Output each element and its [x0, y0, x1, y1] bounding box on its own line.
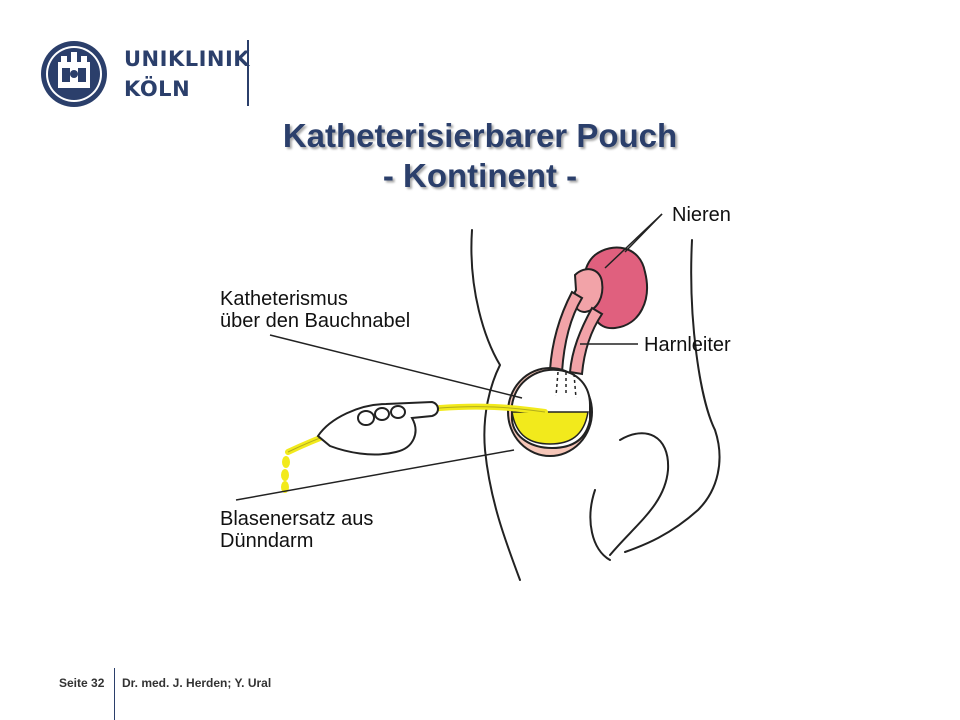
label-katheterismus-line-1: Katheterismus [220, 288, 348, 310]
slide-title-line-1: Katheterisierbarer Pouch [282, 117, 678, 154]
logo-line-2: KÖLN [124, 77, 191, 101]
hand [316, 400, 439, 456]
hip-crease [609, 432, 670, 556]
page-number: Seite 32 [59, 676, 105, 690]
label-katheterismus: Katheterismus über den Bauchnabel [220, 288, 410, 332]
footer-authors: Dr. med. J. Herden; Y. Ural [122, 676, 272, 690]
body-outline-left [470, 229, 521, 581]
inner-curve [589, 489, 611, 561]
neobladder-pouch [507, 367, 593, 457]
university-seal-icon [41, 41, 107, 107]
label-blasenersatz-line-2: Dünndarm [220, 530, 314, 552]
logo-line-1: UNIKLINIK [124, 47, 251, 71]
label-katheterismus-line-2: über den Bauchnabel [220, 310, 411, 332]
body-outline-right [624, 239, 721, 553]
footer-divider [114, 668, 115, 720]
kidneys [572, 246, 648, 330]
label-blasenersatz-line-1: Blasenersatz aus [220, 508, 374, 530]
label-harnleiter: Harnleiter [644, 334, 731, 356]
leader-lines [235, 213, 663, 501]
label-blasenersatz: Blasenersatz aus Dünndarm [220, 508, 373, 552]
anatomy-drawing [235, 213, 721, 581]
uniklinik-logo: UNIKLINIK KÖLN [40, 40, 260, 110]
label-nieren: Nieren [672, 204, 731, 226]
pouch-illustration: Nieren Harnleiter Katheterismus über den… [200, 200, 760, 620]
slide-title-line-2: - Kontinent - [382, 157, 578, 194]
logo-divider [247, 40, 249, 106]
slide-title: Katheterisierbarer Pouch - Kontinent - [200, 116, 760, 196]
slide-footer: Seite 32 Dr. med. J. Herden; Y. Ural [0, 668, 960, 720]
logo-wordmark: UNIKLINIK KÖLN [124, 44, 250, 104]
